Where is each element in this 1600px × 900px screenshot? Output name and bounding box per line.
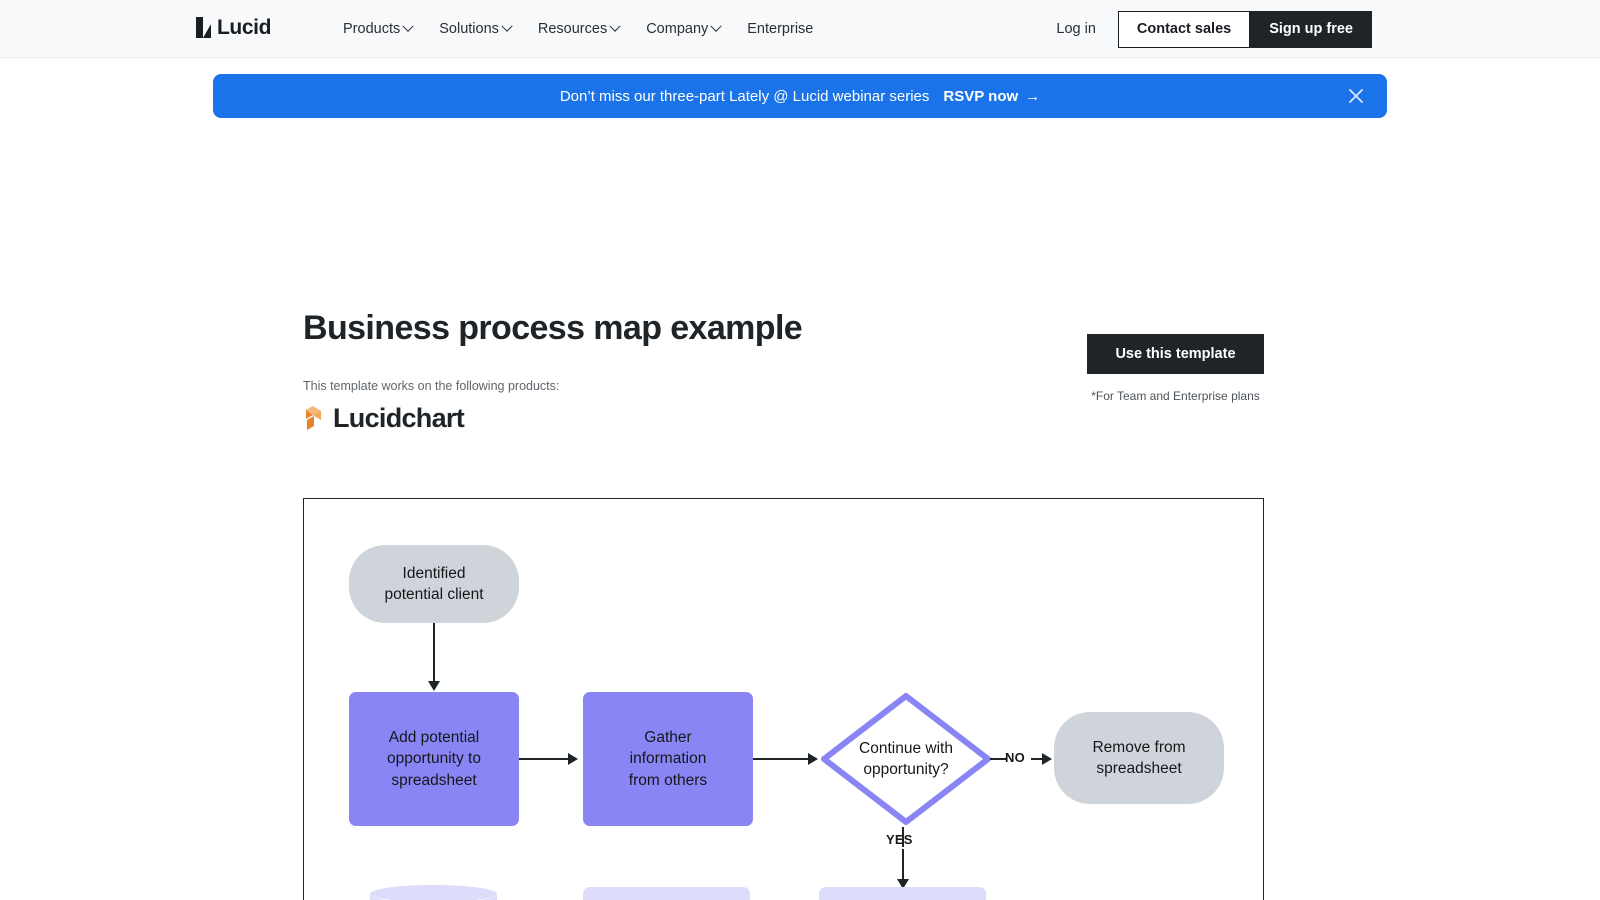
plans-note: *For Team and Enterprise plans	[1091, 389, 1260, 403]
promo-banner-wrapper: Don’t miss our three-part Lately @ Lucid…	[0, 58, 1600, 118]
chevron-down-icon	[402, 20, 414, 32]
diagram-canvas[interactable]: Identified potential client Add potentia…	[303, 498, 1264, 900]
flow-edge-label-no: NO	[1005, 750, 1025, 765]
flow-edge-n2-n3	[519, 758, 569, 760]
flow-edge-label-yes: YES	[886, 832, 913, 847]
page-title: Business process map example	[303, 309, 803, 347]
promo-banner-text: Don’t miss our three-part Lately @ Lucid…	[559, 87, 930, 105]
flow-node-label: Identified potential client	[384, 564, 484, 603]
flow-node-label: Remove from spreadsheet	[1092, 738, 1186, 777]
flow-edge-n1-n2	[433, 623, 435, 683]
top-navigation-bar: Lucid Products Solutions Resources Compa…	[0, 0, 1600, 58]
arrow-right-icon	[1042, 753, 1052, 765]
nav-item-resources-label: Resources	[537, 21, 608, 37]
flow-node-label: Gather information from others	[628, 728, 708, 789]
rsvp-now-label: RSVP now	[943, 87, 1019, 105]
nav-item-solutions-label: Solutions	[439, 21, 499, 37]
flow-node-remove-from-spreadsheet[interactable]: Remove from spreadsheet	[1054, 712, 1224, 804]
lucidchart-wordmark: Lucidchart	[333, 403, 465, 433]
lucid-wordmark: Lucid	[217, 16, 271, 39]
chevron-down-icon	[501, 20, 513, 32]
flow-node-continue-with-opportunity[interactable]: Continue with opportunity?	[819, 691, 993, 827]
decision-diamond-icon	[821, 693, 991, 825]
nav-item-solutions[interactable]: Solutions	[439, 20, 513, 37]
nav-item-products-label: Products	[343, 21, 401, 37]
nav-links: Products Solutions Resources Company Ent…	[343, 0, 813, 58]
lucid-mark-icon	[196, 17, 211, 38]
use-this-template-button[interactable]: Use this template	[1087, 334, 1264, 374]
nav-item-enterprise[interactable]: Enterprise	[747, 21, 813, 37]
flow-node-add-potential-opportunity[interactable]: Add potential opportunity to spreadsheet	[349, 692, 519, 826]
flow-node-await-rfp[interactable]: Await RFP	[819, 887, 986, 900]
lucidchart-mark-icon	[303, 404, 325, 432]
sign-up-free-button[interactable]: Sign up free	[1250, 10, 1372, 48]
flow-edge-n3-n4	[753, 758, 815, 760]
nav-item-company[interactable]: Company	[646, 20, 722, 37]
chevron-down-icon	[710, 20, 722, 32]
arrow-right-icon	[808, 753, 818, 765]
contact-sales-button[interactable]: Contact sales	[1117, 10, 1251, 48]
nav-item-enterprise-label: Enterprise	[747, 21, 814, 37]
arrow-down-icon	[897, 879, 909, 889]
flow-edge-n4-n6	[902, 827, 904, 847]
nav-item-company-label: Company	[646, 21, 709, 37]
login-link[interactable]: Log in	[1056, 21, 1096, 37]
lucid-logo[interactable]: Lucid	[196, 17, 271, 38]
close-icon[interactable]	[1345, 85, 1367, 107]
flow-node-begin-proposal-process[interactable]: Begin proposal process	[370, 885, 497, 900]
chevron-down-icon	[609, 20, 621, 32]
nav-actions: Log in Contact sales Sign up free	[1056, 0, 1372, 58]
promo-banner: Don’t miss our three-part Lately @ Lucid…	[213, 74, 1387, 118]
lucidchart-product-logo: Lucidchart	[303, 403, 465, 433]
flow-node-identified-potential-client[interactable]: Identified potential client	[349, 545, 519, 623]
flow-node-label: Add potential opportunity to spreadsheet	[387, 728, 481, 789]
flow-node-label: Continue with opportunity?	[859, 739, 953, 778]
arrow-down-icon	[428, 681, 440, 691]
diagram-stage: Identified potential client Add potentia…	[304, 499, 1263, 900]
nav-item-products[interactable]: Products	[343, 20, 414, 37]
flow-node-receive-rfp[interactable]: Receive RFP and distribute for review	[583, 887, 750, 900]
works-on-label: This template works on the following pro…	[303, 379, 560, 393]
rsvp-now-link[interactable]: RSVP now →	[943, 88, 1040, 105]
cylinder-top	[370, 885, 497, 900]
flow-edge-n4-n5-tail	[1031, 758, 1047, 760]
arrow-right-icon	[568, 753, 578, 765]
flow-edge-n4-n6-tail	[902, 849, 904, 884]
flow-node-gather-information[interactable]: Gather information from others	[583, 692, 753, 826]
nav-item-resources[interactable]: Resources	[537, 20, 621, 37]
flow-edge-n4-n5	[990, 758, 1006, 760]
arrow-right-icon: →	[1025, 87, 1041, 105]
